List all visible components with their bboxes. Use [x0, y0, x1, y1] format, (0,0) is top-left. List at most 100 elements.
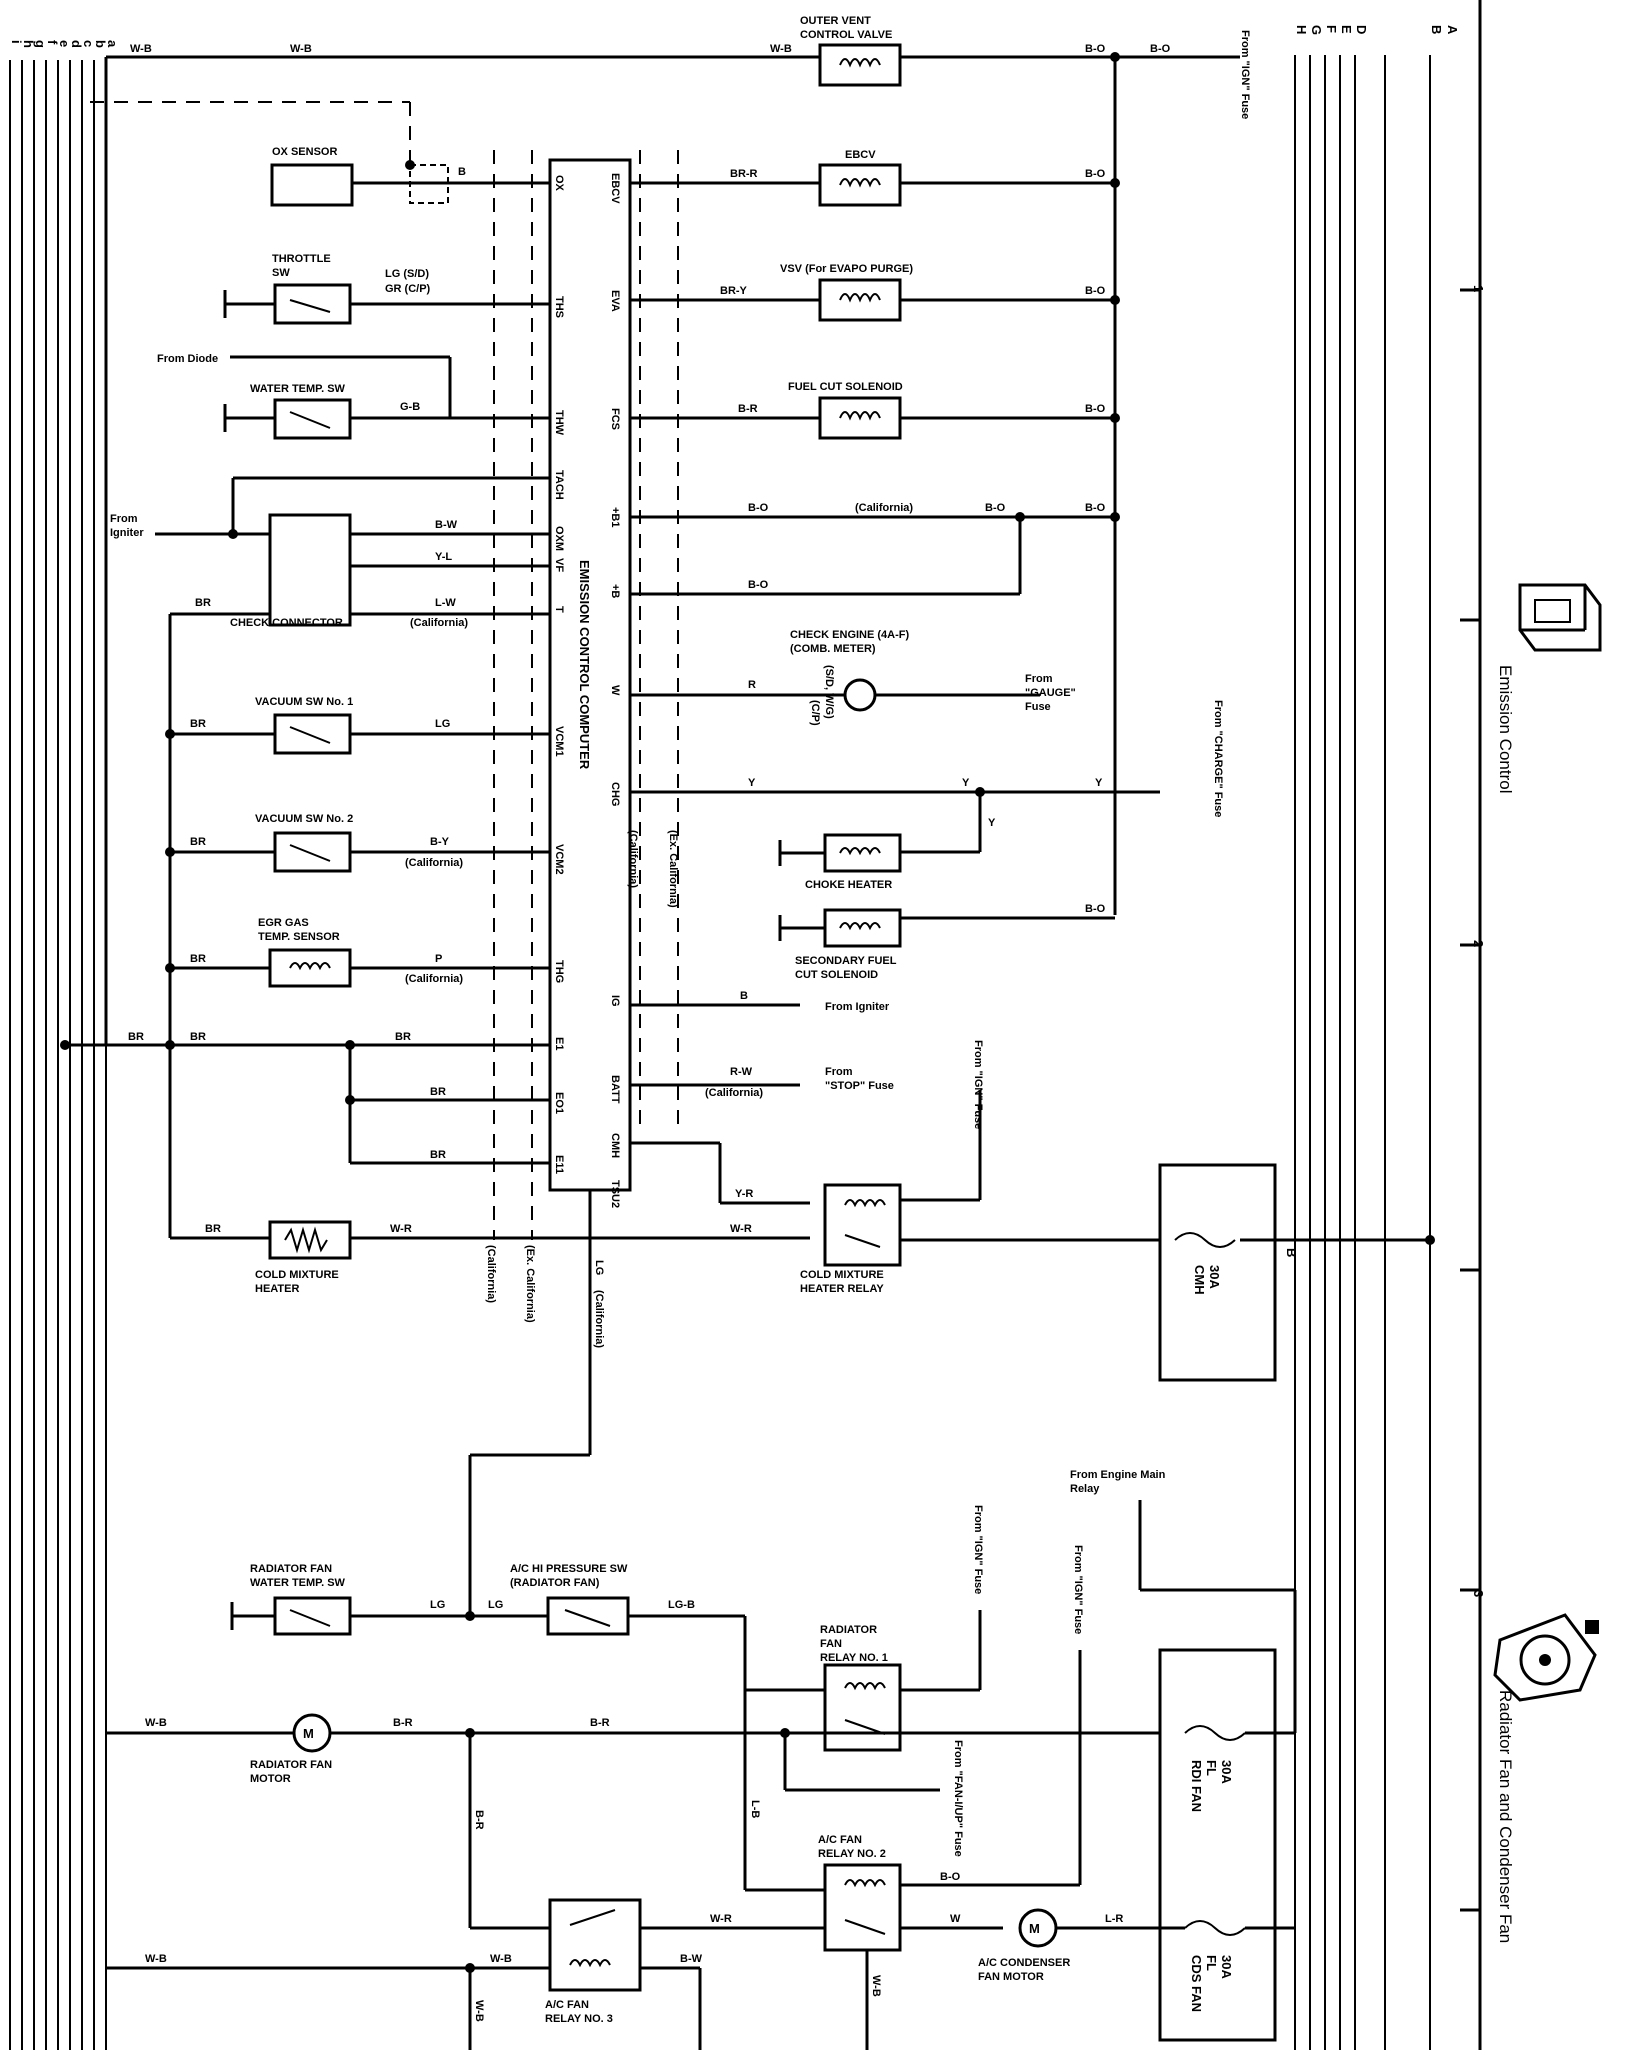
- junction-dots: [60, 52, 1435, 1973]
- vsv-wire: BR-Y: [720, 285, 748, 297]
- fuse-cmh-b-label: B: [1284, 1248, 1299, 1257]
- ac-relay2-wire-bo: B-O: [940, 1871, 961, 1883]
- rail-label-B: B: [1429, 25, 1444, 34]
- ebcv-valve: EBCV BR-R B-O: [630, 149, 1115, 207]
- fuse-cds-label-2: FL: [1204, 1955, 1219, 1971]
- ecu-pin-thg: THG: [553, 960, 565, 983]
- ecu-pin-vf: VF: [553, 558, 565, 572]
- cmh-relay-label-2: HEATER RELAY: [800, 1283, 884, 1295]
- ecu-title: EMISSION CONTROL COMPUTER: [577, 560, 592, 770]
- ecu-pin-ebcv: EBCV: [609, 173, 621, 204]
- vac2-label: VACUUM SW No. 2: [255, 813, 353, 825]
- rail-label-d: d: [69, 40, 84, 48]
- wire-bo-top: B-O: [1085, 43, 1106, 55]
- rail-label-h: h: [21, 40, 36, 48]
- radiator-fan-motor: B M W-B B-R B-R RADIATOR FAN MOTOR B-R: [106, 1713, 1160, 1928]
- check-note-cal: (California): [410, 617, 468, 629]
- ecu-pin-b: +B: [609, 584, 621, 598]
- ebcv-label: EBCV: [845, 149, 876, 161]
- ac-relay3-wire-bw: B-W: [680, 1953, 703, 1965]
- from-ign-cmh: From "IGN" Fuse: [972, 1040, 984, 1129]
- ecu-pin-batt: BATT: [609, 1075, 621, 1104]
- fuse-cds-label-1: 30A: [1219, 1955, 1234, 1979]
- ecu-pin-vcm2: VCM2: [553, 844, 565, 875]
- from-ign-rad: From "IGN" Fuse: [972, 1505, 984, 1594]
- choke-wire-y: Y: [988, 817, 996, 829]
- rad-relay-label-3: RELAY NO. 1: [820, 1652, 888, 1664]
- ecu-pin-w: W: [609, 685, 621, 696]
- egr-wire-br: BR: [190, 953, 206, 965]
- engine-main-relay-feed: From Engine Main Relay: [1070, 1469, 1297, 1733]
- svg-text:M: M: [303, 1726, 314, 1741]
- vsv-label: VSV (For EVAPO PURGE): [780, 263, 913, 275]
- ac-relay2-wire-wb: W-B: [870, 1975, 882, 1997]
- wire-bo-top2: B-O: [1150, 43, 1171, 55]
- rad-motor-wire-br2: B-R: [590, 1717, 610, 1729]
- fuse-rdi-fan: 30A FL RDI FAN 30A FL CDS FAN: [1158, 1648, 1295, 2042]
- b1-wire: B-O: [748, 502, 769, 514]
- rail-label-c: c: [81, 40, 96, 47]
- vacuum-switch-1: VACUUM SW No. 1 BR LG: [170, 696, 550, 755]
- check-wire-yl: Y-L: [435, 551, 452, 563]
- cold-heater-label-1: COLD MIXTURE: [255, 1269, 339, 1281]
- rail-label-E: E: [1339, 25, 1354, 34]
- wire-wb-vent: W-B: [770, 43, 792, 55]
- section-title-radiator: Radiator Fan and Condenser Fan: [1496, 1690, 1515, 1943]
- from-igniter-2-label: From Igniter: [825, 1001, 890, 1013]
- ac-relay3-wire-wb2: W-B: [490, 1953, 512, 1965]
- section-title-emission: Emission Control: [1496, 665, 1515, 794]
- rail-label-F: F: [1324, 25, 1339, 33]
- ac-hi-label-1: A/C HI PRESSURE SW: [510, 1563, 628, 1575]
- check-wire-br: BR: [195, 597, 211, 609]
- ig-wire-b: B: [740, 990, 748, 1002]
- note-isd: (S/D, W/G): [823, 665, 835, 719]
- ecu-pin-e11: E11: [553, 1155, 565, 1174]
- throttle-wire-gr: GR (C/P): [385, 283, 431, 295]
- ox-sensor-label: OX SENSOR: [272, 146, 337, 158]
- ecu-pin-ox: OX: [553, 175, 565, 192]
- from-igniter-2: Igniter: [110, 527, 144, 539]
- ecu-pin-fcs: FCS: [609, 408, 621, 430]
- sec-fuel-wire-bo: B-O: [1085, 903, 1106, 915]
- ground-br-5: BR: [430, 1149, 446, 1161]
- throttle-label-2: SW: [272, 267, 290, 279]
- from-main-2: Relay: [1070, 1483, 1100, 1495]
- ac-hi-wire: LG-B: [668, 1599, 695, 1611]
- cold-mixture-heater: COLD MIXTURE HEATER BR W-R W-R: [170, 1220, 810, 1295]
- ac-hi-label-2: (RADIATOR FAN): [510, 1577, 600, 1589]
- fuel-cut-wire: B-R: [738, 403, 758, 415]
- rail-label-g: g: [33, 40, 48, 48]
- section-marker-2: 2: [1471, 940, 1486, 947]
- check-engine-lamp: CHECK ENGINE (4A-F) (COMB. METER) R From…: [630, 629, 1076, 726]
- check-engine-wire: R: [748, 679, 756, 691]
- ac-condenser-fan-motor: M L-R A/C CONDENSER FAN MOTOR: [978, 1908, 1185, 1983]
- choke-heater: CHOKE HEATER: [778, 833, 902, 891]
- throttle-label-1: THROTTLE: [272, 253, 331, 265]
- outer-vent-control-valve: OUTER VENT CONTROL VALVE: [800, 15, 902, 87]
- tsu2-note: (California): [593, 1290, 605, 1348]
- ecu-pin-tach: TACH: [553, 470, 565, 500]
- check-wire-bw: B-W: [435, 519, 458, 531]
- from-diode-label: From Diode: [157, 353, 218, 365]
- radiator-fan-relay-1: RADIATOR FAN RELAY NO. 1 From "IGN" Fuse…: [745, 1505, 984, 1857]
- ig-batt-lines: B From Igniter R-W (California) From "ST…: [630, 990, 984, 1205]
- rail-label-i: i: [9, 40, 24, 44]
- rad-temp-wire-lg2: LG: [488, 1599, 503, 1611]
- ac-relay2-label-1: A/C FAN: [818, 1834, 862, 1846]
- b1-note: (California): [855, 502, 913, 514]
- emission-control-icon: [1518, 583, 1602, 652]
- from-main-1: From Engine Main: [1070, 1469, 1166, 1481]
- fuel-cut-label: FUEL CUT SOLENOID: [788, 381, 903, 393]
- fuse-rdi-label-3: RDI FAN: [1189, 1760, 1204, 1812]
- rad-motor-wire-br3: B-R: [473, 1810, 485, 1830]
- sec-fuel-label-1: SECONDARY FUEL: [795, 955, 897, 967]
- from-charge-label: From "CHARGE" Fuse: [1212, 700, 1224, 817]
- ecu-pin-ig: IG: [609, 995, 621, 1007]
- ac-relay3-wire-wb: W-B: [145, 1953, 167, 1965]
- ox-sensor: OX SENSOR B: [270, 146, 550, 207]
- ground-br-2: BR: [190, 1031, 206, 1043]
- ecu-pin-tsu2: TSU2: [609, 1180, 621, 1208]
- check-connector: From Igniter CHECK CONNECTOR B-W Y-L L-W…: [110, 513, 550, 629]
